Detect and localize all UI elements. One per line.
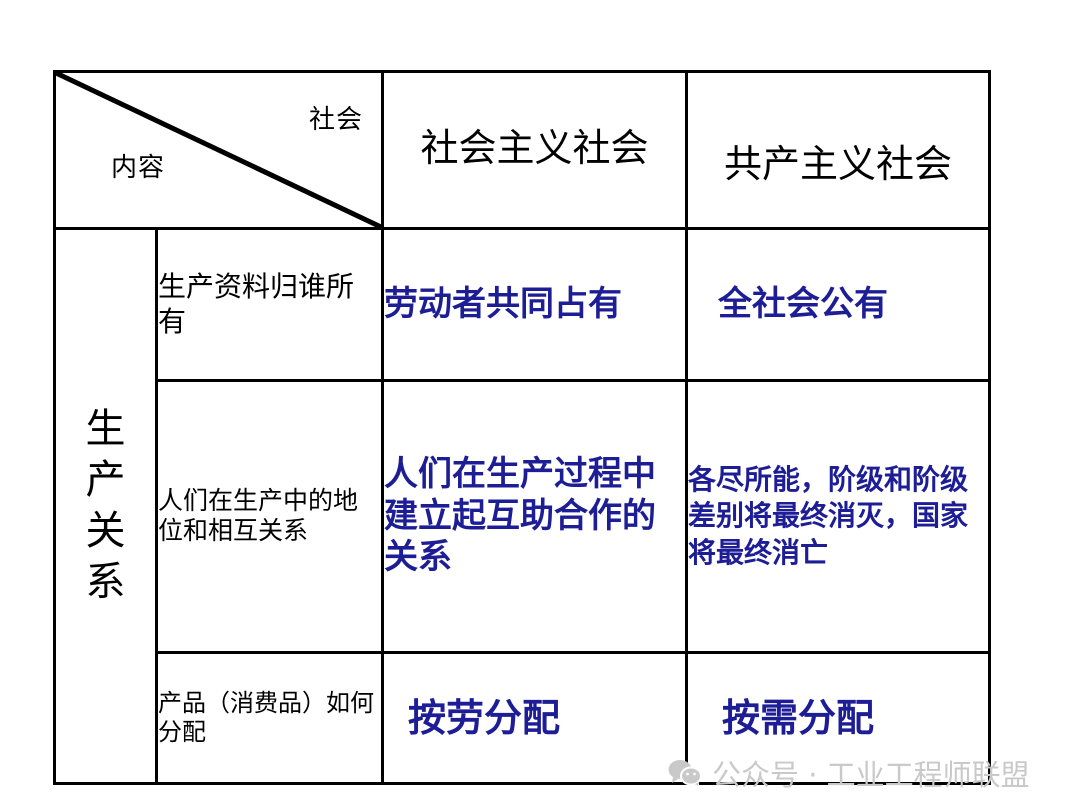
column-header-socialism: 社会主义社会 (381, 70, 688, 230)
row-label-ownership: 生产资料归谁所有 (155, 226, 384, 383)
socialism-communism-comparison-table: 社会 内容 社会主义社会 共产主义社会 生产关系 生产资料归谁所有 劳动者共同占… (53, 70, 991, 786)
row-label-distribution: 产品（消费品）如何分配 (155, 650, 384, 786)
cell-socialism-distribution: 按劳分配 (381, 650, 688, 786)
cell-socialism-ownership: 劳动者共同占有 (381, 226, 688, 383)
column-header-communism: 共产主义社会 (685, 70, 991, 230)
table-header-row: 社会 内容 社会主义社会 共产主义社会 (53, 70, 991, 230)
table-row: 产品（消费品）如何分配 按劳分配 按需分配 (55, 650, 991, 786)
corner-top-label: 社会 (308, 105, 363, 135)
corner-bottom-label: 内容 (111, 153, 166, 183)
axis-label-production-relations: 生产关系 (53, 227, 158, 785)
cell-communism-social-position: 各尽所能，阶级和阶级差别将最终消灭，国家将最终消亡 (685, 379, 991, 654)
diagonal-divider-line (56, 73, 381, 227)
cell-socialism-social-position: 人们在生产过程中建立起互助合作的关系 (381, 379, 688, 654)
cell-communism-distribution: 按需分配 (685, 650, 991, 786)
row-label-social-position: 人们在生产中的地位和相互关系 (155, 379, 384, 654)
axis-label-text: 生产关系 (85, 405, 126, 606)
corner-diagonal-header-cell: 社会 内容 (53, 70, 384, 230)
table-row: 生产关系 生产资料归谁所有 劳动者共同占有 全社会公有 (53, 226, 991, 785)
table-row: 人们在生产中的地位和相互关系 人们在生产过程中建立起互助合作的关系 各尽所能，阶… (55, 379, 991, 654)
cell-communism-ownership: 全社会公有 (685, 226, 991, 383)
